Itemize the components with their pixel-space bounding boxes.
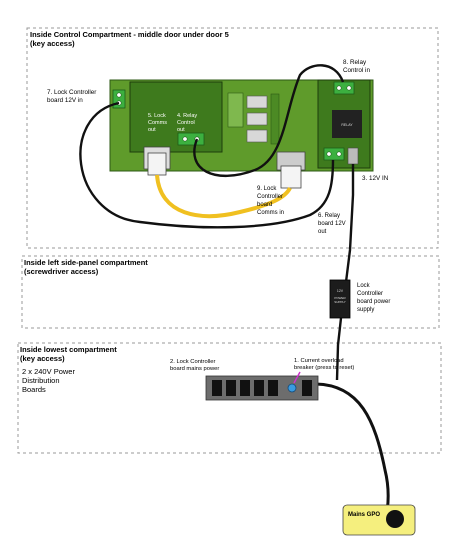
psu-label-top: 12V <box>337 289 344 293</box>
comms-in-plug <box>280 165 302 189</box>
label-6-line2: board 12V <box>318 221 346 227</box>
lock-controller-12v-cable <box>79 101 335 229</box>
control-compartment-subtitle: (key access) <box>30 39 75 48</box>
gpo-socket <box>386 510 404 528</box>
distribution-note-line1: 2 x 240V Power <box>22 367 75 376</box>
outlet <box>254 380 264 396</box>
label-8-line2: Control in <box>343 67 370 74</box>
terminal-screw <box>336 85 342 91</box>
psu-label-line4: supply <box>357 307 374 313</box>
board-component <box>270 93 280 145</box>
mains-gpo-cable <box>315 382 390 513</box>
label-7-line2: board 12V in <box>47 97 83 104</box>
psu-label-line2: Controller <box>357 291 383 297</box>
label-2-line2: board mains power <box>170 366 219 372</box>
outlet <box>240 380 250 396</box>
label-9-line1: 9. Lock <box>257 186 277 192</box>
breaker-pointer-arrow <box>293 371 301 384</box>
terminal-relay-control-out <box>177 132 205 146</box>
psu-12v-cable <box>343 164 355 291</box>
board-component <box>246 95 268 109</box>
outlet <box>226 380 236 396</box>
psu-label-mid1: POWER <box>334 296 346 300</box>
label-5-line2: Comms <box>148 120 167 126</box>
lowest-compartment-title: Inside lowest compartment <box>20 345 117 354</box>
psu-mains-cable <box>335 317 343 381</box>
control-compartment-title: Inside Control Compartment - middle door… <box>30 30 229 39</box>
control-compartment-box <box>26 27 439 249</box>
label-9-line4: Comms in <box>257 210 284 216</box>
label-6-line1: 6. Relay <box>318 213 340 219</box>
side-panel-compartment-box <box>21 255 440 329</box>
outlet <box>268 380 278 396</box>
side-panel-subtitle: (screwdriver access) <box>24 267 99 276</box>
label-4-line3: out <box>177 127 185 133</box>
distribution-note-line3: Boards <box>22 385 46 394</box>
dc-jack <box>347 147 359 165</box>
lock-controller-power-supply <box>329 279 351 319</box>
terminal-screw <box>326 151 332 157</box>
label-7-line1: 7. Lock Controller <box>47 89 96 96</box>
label-3: 3. 12V IN <box>362 175 389 182</box>
mains-gpo <box>342 504 416 536</box>
label-9-line2: Controller <box>257 194 283 200</box>
label-5-line3: out <box>148 127 156 133</box>
psu-label-line3: board power <box>357 299 390 305</box>
outlet <box>302 380 312 396</box>
board-component <box>246 129 268 143</box>
label-9-line3: board <box>257 202 272 208</box>
terminal-relay-control-in <box>333 81 355 95</box>
lowest-compartment-subtitle: (key access) <box>20 354 65 363</box>
psu-label-line1: Lock <box>357 283 371 289</box>
label-4-line2: Control <box>177 120 195 126</box>
comms-cable <box>155 174 292 219</box>
relay-chip <box>332 110 362 138</box>
relay-control-cable <box>193 64 345 178</box>
board-component <box>246 112 268 126</box>
label-1-line1: 1. Current overload <box>294 358 344 364</box>
label-2-line1: 2. Lock Controller <box>170 359 215 365</box>
overload-breaker-button[interactable] <box>287 383 297 393</box>
psu-label-mid2: SUPPLY <box>334 300 346 304</box>
terminal-screw <box>346 85 352 91</box>
label-5-line1: 5. Lock <box>148 113 166 119</box>
outlet <box>212 380 222 396</box>
label-6-line3: out <box>318 229 327 235</box>
relay-chip-label: RELAY <box>341 123 353 127</box>
label-8-line1: 8. Relay <box>343 59 367 66</box>
terminal-screw <box>336 151 342 157</box>
distribution-note-line2: Distribution <box>22 376 60 385</box>
board-component <box>227 92 244 128</box>
lowest-compartment-box <box>17 342 442 454</box>
terminal-screw <box>116 92 122 98</box>
comms-out-plug <box>147 152 167 176</box>
lock-board-module <box>129 81 223 153</box>
label-1-line2: breaker (press to reset) <box>294 365 354 371</box>
label-4-line1: 4. Relay <box>177 113 197 119</box>
terminal-screw <box>182 136 188 142</box>
gpo-label: Mains GPO <box>348 512 380 518</box>
side-panel-title: Inside left side-panel compartment <box>24 258 148 267</box>
